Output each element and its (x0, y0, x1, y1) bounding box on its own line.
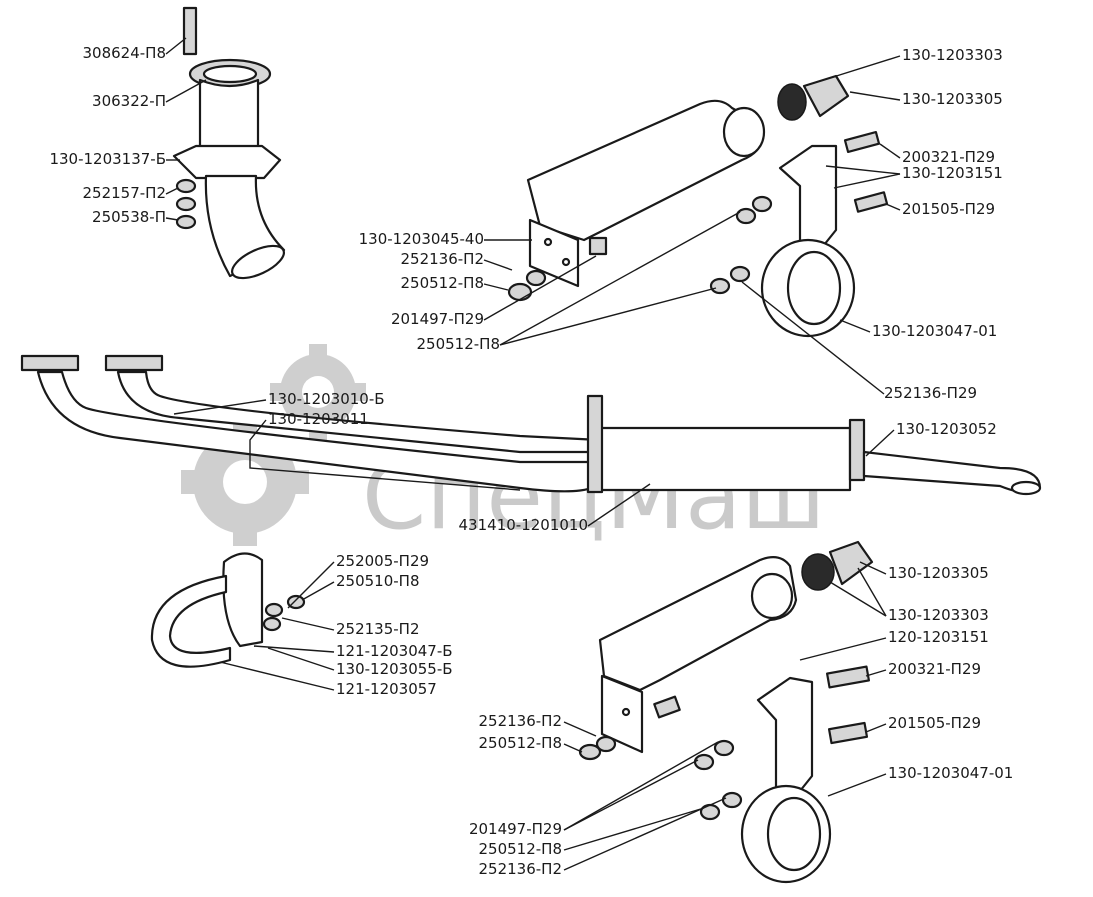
label-washer-b: 252136-П29 (884, 384, 977, 402)
muffler-part (598, 426, 852, 492)
label-nut-a: 250512-П8 (401, 274, 485, 292)
nut-part (175, 214, 197, 230)
label-nut-g: 250512-П8 (479, 840, 563, 858)
u-bolt-part (150, 574, 232, 668)
label-pipe-2: 130-1203011 (268, 410, 369, 428)
strap-top-part (778, 144, 838, 252)
left-clamp-assembly (150, 552, 306, 668)
pipe-2-part (116, 370, 602, 454)
label-bolt-d: 252005-П29 (336, 552, 429, 570)
manifold-flange-left (20, 354, 80, 372)
bracket-top-plate (528, 218, 580, 288)
washer-part (175, 178, 197, 194)
leader-lines (165, 37, 901, 871)
bolt-part (588, 236, 608, 256)
bracket-left-part (222, 552, 264, 648)
part-labels: 308624-П8 306322-П 130-1203137-Б 252157-… (49, 44, 1013, 878)
label-strap-bot: 120-1203151 (888, 628, 989, 646)
label-washer-g: 252136-П2 (479, 860, 563, 878)
label-clamp-bot: 130-1203047-01 (888, 764, 1013, 782)
label-bolt-b: 200321-П29 (902, 148, 995, 166)
bracket-bottom-part (598, 555, 798, 692)
label-bolt-c: 201505-П29 (902, 200, 995, 218)
top-cushion-clamp-assembly (760, 74, 889, 338)
label-gasket: 306322-П (92, 92, 166, 110)
strap-bottom-part (756, 676, 814, 798)
label-washer-e: 252136-П2 (479, 712, 563, 730)
label-nut-b: 250512-П8 (417, 335, 501, 353)
manifold-flange-right (104, 354, 164, 372)
label-muffler: 431410-1201010 (459, 516, 588, 534)
exhaust-pipes (20, 354, 1042, 496)
label-washer-top: 252157-П2 (83, 184, 167, 202)
label-strap-top: 130-1203151 (902, 164, 1003, 182)
label-bolt-a: 201497-П29 (391, 310, 484, 328)
label-washer-d: 252135-П2 (336, 620, 420, 638)
label-u-bolt: 121-1203057 (336, 680, 437, 698)
label-washer-a: 252136-П2 (401, 250, 485, 268)
stud-part (182, 6, 198, 56)
label-bolt-e: 200321-П29 (888, 660, 981, 678)
label-clamp-top: 130-1203047-01 (872, 322, 997, 340)
label-bracket-left: 130-1203055-Б (336, 660, 453, 678)
label-bracket-top: 130-1203045-40 (359, 230, 484, 248)
top-bracket-assembly (507, 99, 773, 302)
label-tail-pipe: 130-1203052 (896, 420, 997, 438)
bottom-cushion-clamp-assembly (740, 540, 874, 884)
intake-flange (172, 144, 282, 180)
label-stud: 308624-П8 (83, 44, 167, 62)
label-cushion-bot-2: 130-1203303 (888, 606, 989, 624)
pipe-1-part (36, 370, 602, 493)
label-bolt-g: 201497-П29 (469, 820, 562, 838)
intake-pipe-assembly (172, 6, 286, 280)
label-nut-d: 250510-П8 (336, 572, 420, 590)
bracket-bottom-plate (600, 674, 644, 754)
label-intake-pipe: 130-1203137-Б (49, 150, 166, 168)
label-bolt-f: 201505-П29 (888, 714, 981, 732)
label-nut-top: 250538-П (92, 208, 166, 226)
label-clamp-left: 121-1203047-Б (336, 642, 453, 660)
bottom-bracket-assembly (578, 555, 798, 821)
label-nut-e: 250512-П8 (479, 734, 563, 752)
label-cushion-top-1: 130-1203303 (902, 46, 1003, 64)
cushion-part (777, 83, 807, 121)
label-cushion-bot-1: 130-1203305 (888, 564, 989, 582)
label-pipe-1: 130-1203010-Б (268, 390, 385, 408)
label-cushion-top-2: 130-1203305 (902, 90, 1003, 108)
